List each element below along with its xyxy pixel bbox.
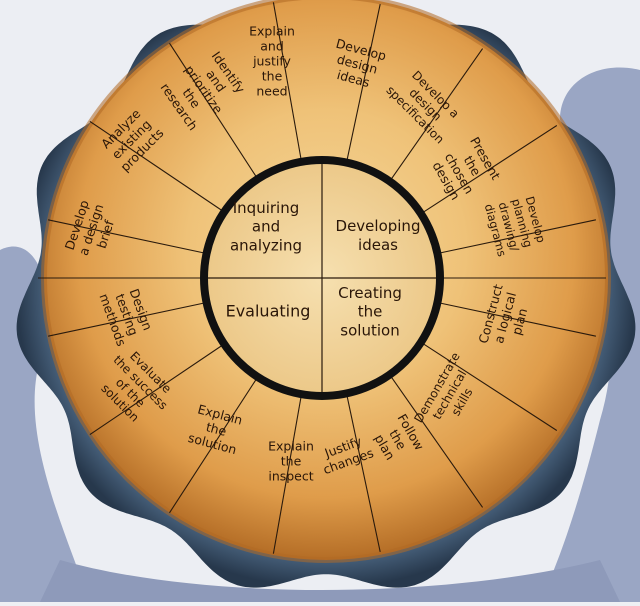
core-label-line: Creating	[338, 284, 402, 302]
segment-label-line: need	[256, 84, 287, 99]
segment-label-line: plan	[509, 307, 530, 337]
segment-divider	[420, 341, 558, 431]
segment-divider	[389, 374, 484, 508]
towel-bottom	[40, 560, 620, 602]
core-label-line: Inquiring	[233, 199, 300, 217]
segment-divider	[47, 301, 207, 337]
segment-divider	[437, 219, 597, 255]
segment-label-line: the	[204, 419, 228, 439]
core-label-line: Developing	[336, 217, 421, 235]
center-ring	[200, 156, 444, 400]
segment-divider	[345, 393, 381, 553]
segment-dividers	[38, 2, 606, 554]
towel-right	[540, 67, 640, 602]
segment-divider	[437, 301, 597, 337]
segment-divider	[272, 2, 303, 162]
segment-divider	[89, 343, 225, 436]
segment-divider	[169, 376, 259, 514]
segment-divider	[345, 3, 381, 163]
segment-label-line: Explain	[268, 439, 314, 454]
core-label-line: solution	[340, 321, 399, 339]
segment-label-line: the	[281, 454, 302, 469]
segment-divider	[89, 120, 225, 213]
segment-divider	[272, 394, 303, 554]
segment-divider	[389, 48, 484, 182]
segment-divider	[420, 125, 558, 215]
segment-label-line: and	[260, 39, 284, 54]
segment-label-line: inspect	[268, 469, 313, 484]
segment-divider	[169, 42, 259, 180]
core-label-line: Evaluating	[226, 302, 311, 321]
segment-divider	[47, 219, 207, 255]
core-label-line: analyzing	[230, 236, 302, 254]
core-label-line: and	[252, 218, 280, 236]
core-label-line: the	[358, 303, 383, 321]
segment-label-line: the	[262, 69, 283, 84]
segment-label-line: justify	[252, 54, 291, 69]
core-label-line: ideas	[358, 236, 398, 254]
core-label: Evaluating	[226, 302, 311, 321]
segment-label-line: Explain	[249, 24, 295, 39]
